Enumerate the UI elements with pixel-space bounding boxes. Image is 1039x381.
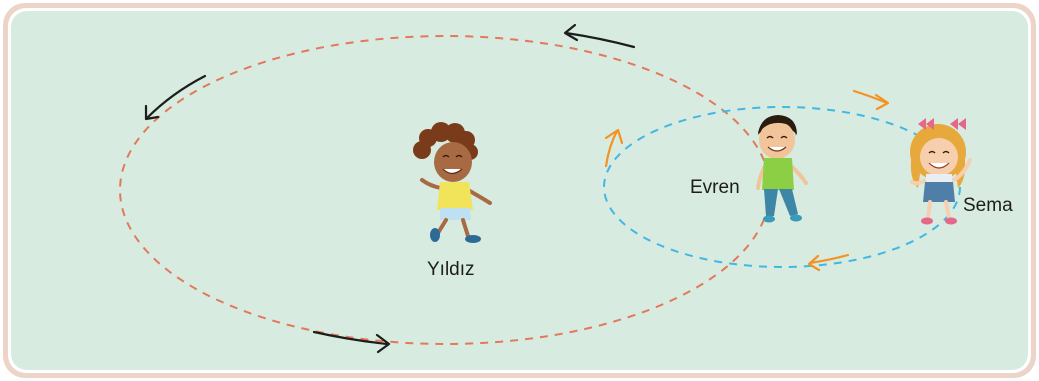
- yildiz-figure: [413, 122, 492, 243]
- scene-background: [11, 11, 1028, 370]
- evren-figure: [756, 115, 808, 223]
- large-orbit-arrows: [144, 23, 636, 354]
- label-sema: Sema: [963, 195, 1013, 216]
- sema-figure: [910, 118, 972, 225]
- arrow-icon: [807, 253, 850, 272]
- label-yildiz: Yıldız: [427, 259, 475, 280]
- arrow-icon: [312, 330, 391, 354]
- arrow-icon: [604, 128, 624, 168]
- arrow-icon: [563, 23, 636, 49]
- small-orbit-path: [603, 106, 961, 268]
- label-evren: Evren: [690, 177, 740, 198]
- arrow-icon: [144, 74, 207, 121]
- small-orbit-arrows: [604, 89, 890, 272]
- arrow-icon: [852, 89, 890, 111]
